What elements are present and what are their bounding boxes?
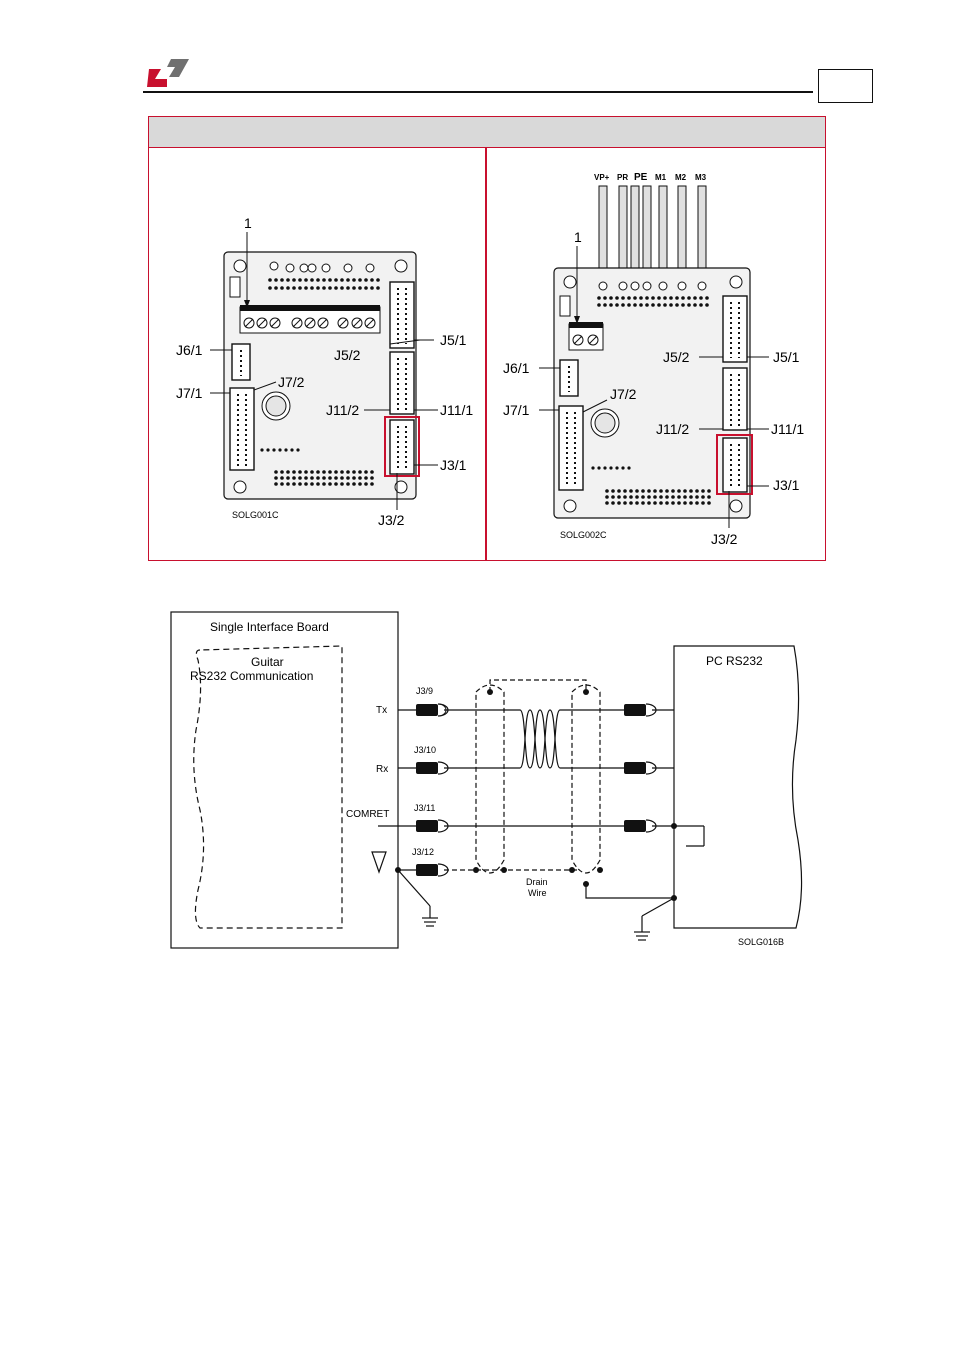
board-left-pointer-1: 1 [244,215,252,231]
guitar-rs232-block [194,646,342,928]
terminal-label-pr: PR [617,173,628,182]
signal-comret: COMRET [346,809,389,820]
board-left-label-j7-1: J7/1 [176,385,203,401]
board-left-label-j6-1: J6/1 [176,342,203,358]
guitar-title: Guitar [251,655,284,669]
board-left-label-j11-1: J11/1 [440,402,473,418]
board-left-outline [224,252,419,499]
board-right-label-j3-2: J3/2 [711,531,738,547]
terminal-label-m1: M1 [655,173,667,182]
drain-wire-label-1: Drain [526,877,548,887]
header-rule [143,91,813,93]
board-left-figure: 1 J6/1 J7/1 J7/2 J5/2 J5/1 J11/2 J11/1 J… [150,150,484,558]
board-right-label-j5-1: J5/1 [773,349,800,365]
board-left-figure-id: SOLG001C [232,510,279,520]
board-left-label-j7-2: J7/2 [278,374,305,390]
company-logo [143,55,193,91]
page-number-box [818,69,873,103]
pin-j3-11: J3/11 [414,803,435,813]
rs232-wiring-diagram: Single Interface Board Guitar RS232 Comm… [160,600,810,960]
board-left-label-j5-1: J5/1 [440,332,467,348]
board-right-label-j5-2: J5/2 [663,349,690,365]
board-right-label-j3-1: J3/1 [773,477,800,493]
board-left-label-j3-1: J3/1 [440,457,467,473]
board-left-label-j11-2: J11/2 [326,402,359,418]
board-right-label-j11-2: J11/2 [656,421,689,437]
pc-rs232-box [674,646,802,928]
wiring-figure-id: SOLG016B [738,937,784,947]
pc-rs232-title: PC RS232 [706,654,763,668]
pin-j3-12: J3/12 [412,847,434,857]
terminal-label-m2: M2 [675,173,687,182]
panel-title-bar [148,116,826,148]
pin-j3-10: J3/10 [414,745,436,755]
board-right-figure: VP+ PR PE M1 M2 M3 [487,150,823,558]
board-right-label-j7-1: J7/1 [503,402,530,418]
interface-board-box [171,612,398,948]
signal-tx: Tx [376,705,387,716]
terminal-label-m3: M3 [695,173,707,182]
signal-rx: Rx [376,764,388,775]
board-right-label-j11-1: J11/1 [771,421,804,437]
board-left-label-j3-2: J3/2 [378,512,405,528]
board-left-label-j5-2: J5/2 [334,347,361,363]
board-right-label-j6-1: J6/1 [503,360,530,376]
company-logo-icon [147,59,189,87]
drain-wire-label-2: Wire [528,888,547,898]
terminal-label-vp: VP+ [594,173,610,182]
rs232-communication-title: RS232 Communication [190,669,313,683]
interface-board-title: Single Interface Board [210,620,329,634]
board-right-outline [554,268,752,518]
board-right-label-j7-2: J7/2 [610,386,637,402]
pin-j3-9: J3/9 [416,686,433,696]
board-right-figure-id: SOLG002C [560,530,607,540]
terminal-label-pe: PE [634,172,648,183]
board-right-pointer-1: 1 [574,229,582,245]
